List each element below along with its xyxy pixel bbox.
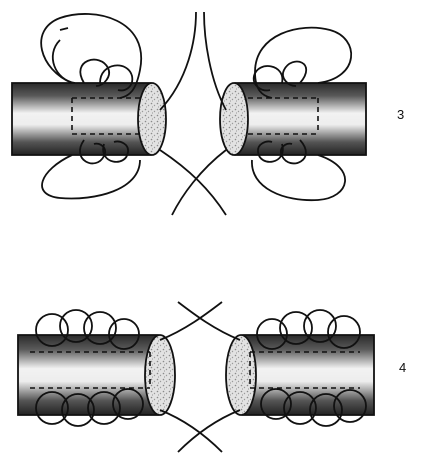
right-suture-loops-step3 [251,26,353,202]
left-suture-loops-step4 [35,309,144,427]
left-cut-face-step3 [137,82,167,156]
left-suture-loops-step3 [40,13,143,200]
step-4-group [17,301,375,453]
left-vessel-step4 [17,334,176,416]
step-3-group [11,11,367,216]
right-vessel-step4 [225,334,375,416]
hidden-stitches-step4 [30,351,360,389]
suture-ends-step3 [159,11,227,216]
step-label-4: 4 [399,360,407,375]
right-suture-loops-step4 [256,309,367,427]
suture-ends-step4 [159,301,241,453]
step-label-3: 3 [397,107,405,122]
right-cut-face-step4 [225,334,257,416]
hidden-stitches-step3 [71,97,319,135]
right-vessel-step3 [219,82,367,156]
right-cut-face-step3 [219,82,249,156]
left-vessel-step3 [11,82,167,156]
left-cut-face-step4 [144,334,176,416]
